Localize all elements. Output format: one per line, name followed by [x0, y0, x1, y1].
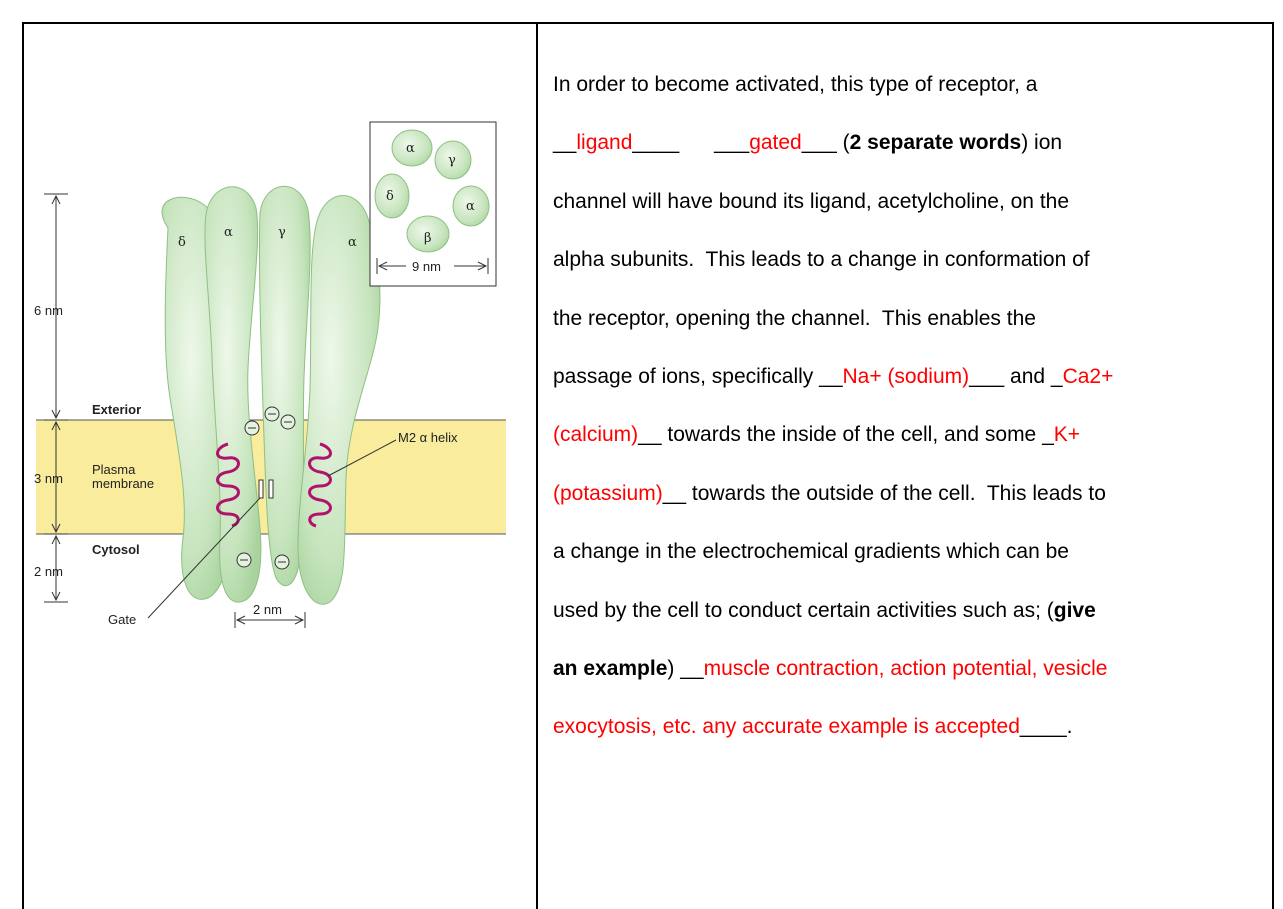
label-cytosol: Cytosol — [92, 542, 140, 557]
label-2nm-bottom: 2 nm — [253, 602, 282, 617]
text-segment: __ — [553, 131, 576, 154]
text-segment: ___ and _ — [969, 365, 1062, 388]
label-m2-helix: M2 α helix — [398, 430, 458, 445]
answer-example: muscle contraction, action potential, ve… — [704, 657, 1108, 680]
text-segment: ) ion — [1021, 131, 1062, 154]
inset-label-alpha-1: α — [406, 141, 415, 156]
text-segment: a change in the electrochemical gradient… — [553, 540, 1069, 563]
subunit-label-alpha-2: α — [348, 235, 357, 250]
inset-label-alpha-2: α — [466, 199, 475, 214]
text-segment: alpha subunits. This leads to a change i… — [553, 248, 1090, 271]
bold-instruction: 2 separate words — [850, 131, 1022, 154]
bold-instruction: give — [1054, 599, 1096, 622]
answer-ligand: ligand — [576, 131, 632, 154]
table-left-border — [22, 22, 24, 909]
acetylcholine-receptor-figure: 6 nm 3 nm 2 nm Exterior Plasma membrane … — [28, 118, 508, 643]
text-segment: ____ ___ — [632, 131, 749, 154]
table-middle-border — [536, 22, 538, 909]
dimension-markers — [44, 194, 68, 602]
subunit-label-delta: δ — [178, 235, 186, 250]
text-segment: __ towards the outside of the cell. This… — [663, 482, 1106, 505]
text-line-7: (calcium)__ towards the inside of the ce… — [553, 406, 1268, 464]
label-exterior: Exterior — [92, 402, 141, 417]
text-line-12: exocytosis, etc. any accurate example is… — [553, 698, 1268, 756]
label-6nm: 6 nm — [34, 303, 63, 318]
answer-calcium: Ca2+ — [1063, 365, 1114, 388]
answer-potassium-name: (potassium) — [553, 482, 663, 505]
text-line-11: an example) __muscle contraction, action… — [553, 640, 1268, 698]
inset-label-gamma: γ — [448, 153, 456, 168]
text-line-3: channel will have bound its ligand, acet… — [553, 173, 1268, 231]
text-segment: __ towards the inside of the cell, and s… — [638, 423, 1054, 446]
text-line-10: used by the cell to conduct certain acti… — [553, 582, 1268, 640]
inset-label-beta: β — [424, 231, 432, 246]
text-line-5: the receptor, opening the channel. This … — [553, 290, 1268, 348]
text-segment: used by the cell to conduct certain acti… — [553, 599, 1054, 622]
text-segment: channel will have bound its ligand, acet… — [553, 190, 1069, 213]
table-right-border — [1272, 22, 1274, 909]
label-membrane: membrane — [92, 476, 154, 491]
text-segment: the receptor, opening the channel. This … — [553, 307, 1036, 330]
table-top-border — [22, 22, 1274, 24]
text-line-6: passage of ions, specifically __Na+ (sod… — [553, 348, 1268, 406]
text-segment: ___ ( — [802, 131, 850, 154]
label-9nm: 9 nm — [412, 259, 441, 274]
text-segment: ) __ — [667, 657, 703, 680]
answer-text-cell: In order to become activated, this type … — [553, 56, 1268, 757]
subunit-label-gamma: γ — [278, 225, 286, 240]
text-line-4: alpha subunits. This leads to a change i… — [553, 231, 1268, 289]
answer-potassium: K+ — [1054, 423, 1080, 446]
receptor-diagram-svg: 6 nm 3 nm 2 nm Exterior Plasma membrane … — [28, 118, 508, 638]
inset-label-delta: δ — [386, 189, 394, 204]
text-line-2: __ligand____ ___gated___ (2 separate wor… — [553, 114, 1268, 172]
text-line-8: (potassium)__ towards the outside of the… — [553, 465, 1268, 523]
text-line-9: a change in the electrochemical gradient… — [553, 523, 1268, 581]
text-segment: ____. — [1020, 715, 1073, 738]
text-line-1: In order to become activated, this type … — [553, 56, 1268, 114]
label-plasma: Plasma — [92, 462, 136, 477]
answer-calcium-name: (calcium) — [553, 423, 638, 446]
answer-example-continued: exocytosis, etc. any accurate example is… — [553, 715, 1020, 738]
text-segment: passage of ions, specifically __ — [553, 365, 843, 388]
answer-gated: gated — [749, 131, 802, 154]
label-2nm-left: 2 nm — [34, 564, 63, 579]
bold-instruction: an example — [553, 657, 667, 680]
answer-sodium: Na+ (sodium) — [843, 365, 970, 388]
label-3nm: 3 nm — [34, 471, 63, 486]
subunit-label-alpha-1: α — [224, 225, 233, 240]
text-segment: In order to become activated, this type … — [553, 73, 1037, 96]
label-gate: Gate — [108, 612, 136, 627]
